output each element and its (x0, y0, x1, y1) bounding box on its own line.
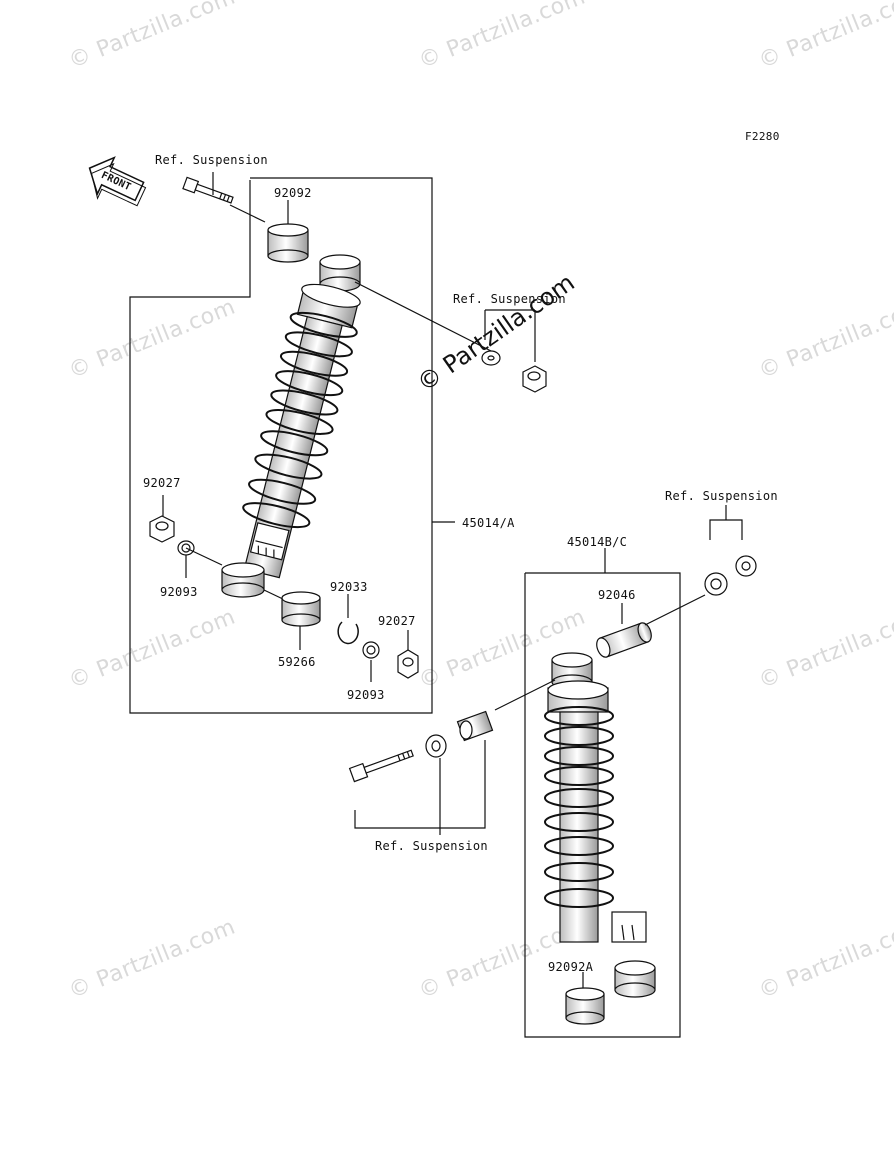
washer-upper-right-2 (704, 572, 728, 596)
front-arrow-icon (88, 156, 147, 207)
label-ref-suspension-top-left[interactable]: Ref. Suspension (155, 153, 268, 167)
label-92093-left[interactable]: 92093 (160, 585, 198, 599)
right-shock-lower-eye (614, 960, 656, 998)
shock-top-eye (319, 254, 361, 292)
washer-92093-right (362, 641, 380, 659)
spacer-lower (456, 710, 494, 742)
bolt-lower (348, 749, 414, 783)
nut-upper-right (522, 365, 547, 393)
right-assembly-frame (524, 572, 681, 1038)
nut-92027-left (149, 515, 175, 543)
left-shock-spring (242, 311, 358, 529)
bushing-92092a (565, 987, 605, 1025)
label-ref-suspension-right[interactable]: Ref. Suspension (665, 489, 778, 503)
label-92092a[interactable]: 92092A (548, 960, 594, 974)
bushing-upper-right (735, 555, 757, 577)
right-shock-absorber (544, 680, 647, 943)
bushing-59266 (281, 591, 321, 627)
top-bolt (182, 176, 234, 204)
bushing-92092 (267, 223, 309, 263)
diagram-code: F2280 (745, 130, 780, 143)
label-59266[interactable]: 59266 (278, 655, 316, 669)
nut-92027-right (397, 649, 419, 679)
label-ref-suspension-bottom[interactable]: Ref. Suspension (375, 839, 488, 853)
label-92046[interactable]: 92046 (598, 588, 636, 602)
circlip-92033 (337, 621, 359, 645)
label-92092[interactable]: 92092 (274, 186, 312, 200)
sleeve-92046 (596, 622, 652, 658)
label-45014-a[interactable]: 45014/A (462, 516, 515, 530)
label-45014b-c[interactable]: 45014B/C (567, 535, 628, 549)
right-shock-spring (544, 706, 614, 908)
label-92093-right[interactable]: 92093 (347, 688, 385, 702)
shock-lower-eye (221, 562, 265, 598)
label-92033[interactable]: 92033 (330, 580, 368, 594)
label-92027-left[interactable]: 92027 (143, 476, 181, 490)
left-assembly-frame (129, 177, 433, 714)
label-92027-right[interactable]: 92027 (378, 614, 416, 628)
washer-upper-right (481, 350, 501, 366)
label-ref-suspension-upper-right[interactable]: Ref. Suspension (453, 292, 566, 306)
left-shock-absorber (242, 283, 361, 579)
washer-lower (425, 734, 447, 758)
